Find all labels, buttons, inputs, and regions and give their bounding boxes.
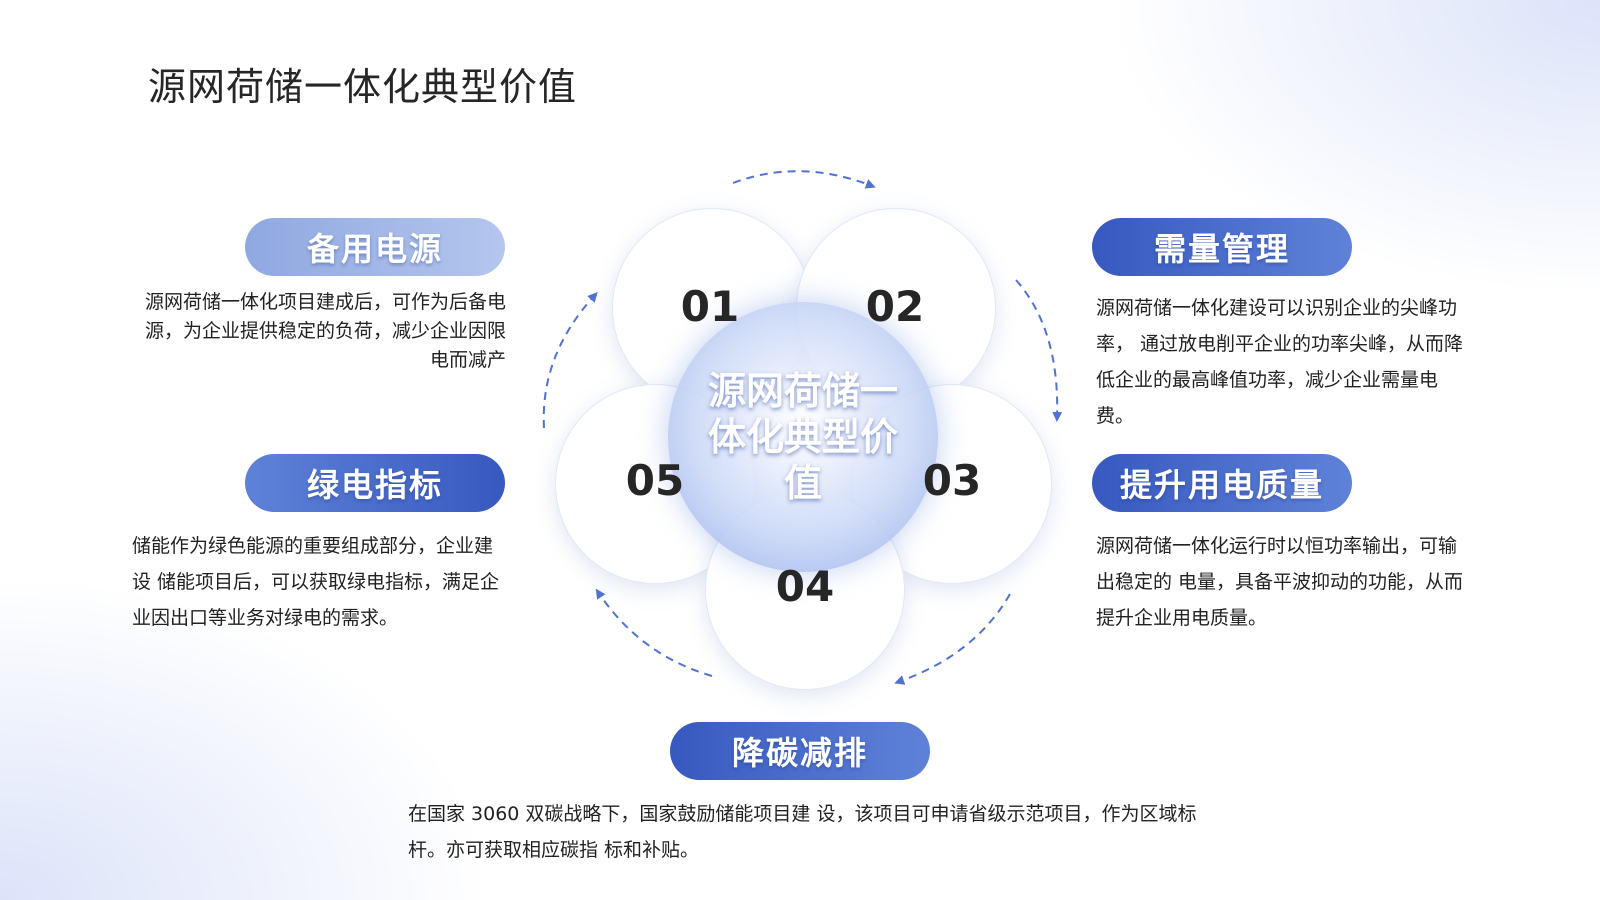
page-title: 源网荷储一体化典型价值 [148,65,578,109]
arrow-top [732,170,876,189]
center-label: 源网荷储一体化典型价值 [708,369,899,505]
arrow-left-bottom [595,588,713,677]
power-quality-pill: 提升用电质量 [1092,454,1352,512]
number-04: 04 [775,562,835,611]
carbon-reduction-pill: 降碳减排 [670,722,930,780]
number-05: 05 [625,456,685,505]
backup-power-desc: 源网荷储一体化项目建成后，可作为后备电源，为企业提供稳定的负荷，减少企业因限电而… [144,291,506,371]
arrow-right-top [1015,279,1063,422]
demand-management-pill: 需量管理 [1092,218,1352,276]
backup-power-pill: 备用电源 [245,218,505,276]
arrow-right-bottom [894,593,1011,685]
number-02: 02 [865,282,925,331]
center-circle [668,302,938,572]
green-power-desc: 储能作为绿色能源的重要组成部分，企业建设 储能项目后，可以获取绿电指标，满足企业… [132,535,500,629]
carbon-reduction-desc: 在国家 3060 双碳战略下，国家鼓励储能项目建 设，该项目可申请省级示范项目，… [408,803,1197,861]
demand-management-desc: 源网荷储一体化建设可以识别企业的尖峰功率， 通过放电削平企业的功率尖峰，从而降低… [1096,297,1464,427]
number-01: 01 [680,282,740,331]
number-03: 03 [922,456,982,505]
arrow-left-top [542,292,598,429]
power-quality-desc: 源网荷储一体化运行时以恒功率输出，可输出稳定的 电量，具备平波抑动的功能，从而提… [1096,535,1464,629]
green-power-pill: 绿电指标 [245,454,505,512]
